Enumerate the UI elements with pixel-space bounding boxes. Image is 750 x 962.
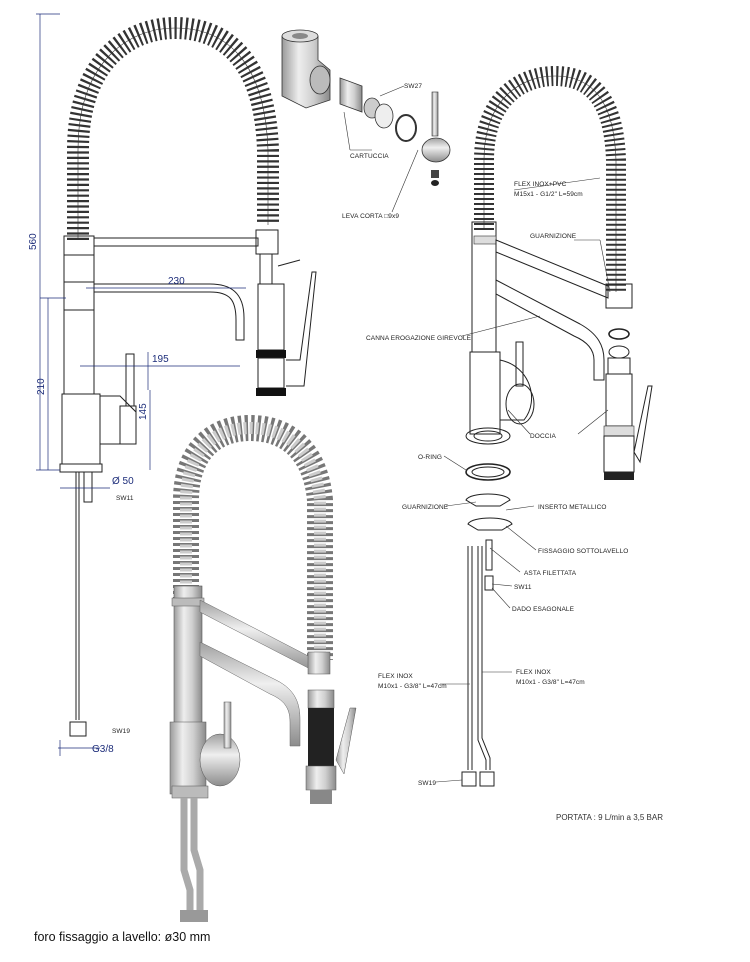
dim-spout-reach: 230 — [168, 276, 185, 287]
flow-rate: PORTATA : 9 L/min a 3,5 BAR — [556, 813, 663, 822]
dim-key-sw19: SW19 — [112, 728, 130, 735]
label-sw11: SW11 — [514, 584, 532, 591]
dim-key-sw11: SW11 — [116, 495, 134, 502]
label-sw27: SW27 — [404, 83, 422, 90]
cartridge-exploded: SW27 CARTUCCIA LEVA CORTA □9x9 — [281, 29, 451, 220]
dim-spout-reach-lower: 195 — [152, 354, 169, 365]
label-o-ring: O-RING — [418, 454, 442, 461]
dim-base-height: 210 — [36, 378, 47, 395]
label-swivel-spout: CANNA EROGAZIONE GIREVOLE — [366, 335, 472, 342]
label-gasket-top: GUARNIZIONE — [530, 233, 577, 240]
label-gasket: GUARNIZIONE — [402, 504, 449, 511]
label-threaded-rod: ASTA FILETTATA — [524, 570, 577, 577]
label-hex-nut: DADO ESAGONALE — [512, 606, 575, 613]
label-cartridge: CARTUCCIA — [350, 153, 389, 160]
rendered-faucet — [169, 414, 357, 922]
label-flex-right-spec: M10x1 - G3/8" L=47cm — [516, 679, 585, 686]
exploded-line-drawing: FLEX INOX+PVC M15x1 - G1/2" L=59cm GUARN… — [366, 65, 663, 822]
label-flex-right: FLEX INOX — [516, 669, 551, 676]
label-under-sink-fixing: FISSAGGIO SOTTOLAVELLO — [538, 548, 628, 555]
label-flex-inox-pvc: FLEX INOX+PVC — [514, 181, 567, 188]
label-flex-left-spec: M10x1 - G3/8" L=47cm — [378, 683, 447, 690]
dim-body-height: 145 — [138, 403, 149, 420]
sink-hole-note: foro fissaggio a lavello: ø30 mm — [34, 930, 211, 944]
dimensioned-elevation: 560 230 195 210 145 Ø 50 SW11 SW19 G3/8 — [28, 13, 317, 756]
dim-height-total: 560 — [28, 233, 39, 250]
dim-thread: G3/8 — [92, 744, 114, 755]
label-sw19: SW19 — [418, 780, 436, 787]
label-flex-inox-pvc-spec: M15x1 - G1/2" L=59cm — [514, 191, 583, 198]
label-flex-left: FLEX INOX — [378, 673, 413, 680]
label-shower: DOCCIA — [530, 433, 556, 440]
label-short-lever: LEVA CORTA □9x9 — [342, 213, 399, 220]
dim-base-diameter: Ø 50 — [112, 476, 134, 487]
label-metal-insert: INSERTO METALLICO — [538, 504, 607, 511]
